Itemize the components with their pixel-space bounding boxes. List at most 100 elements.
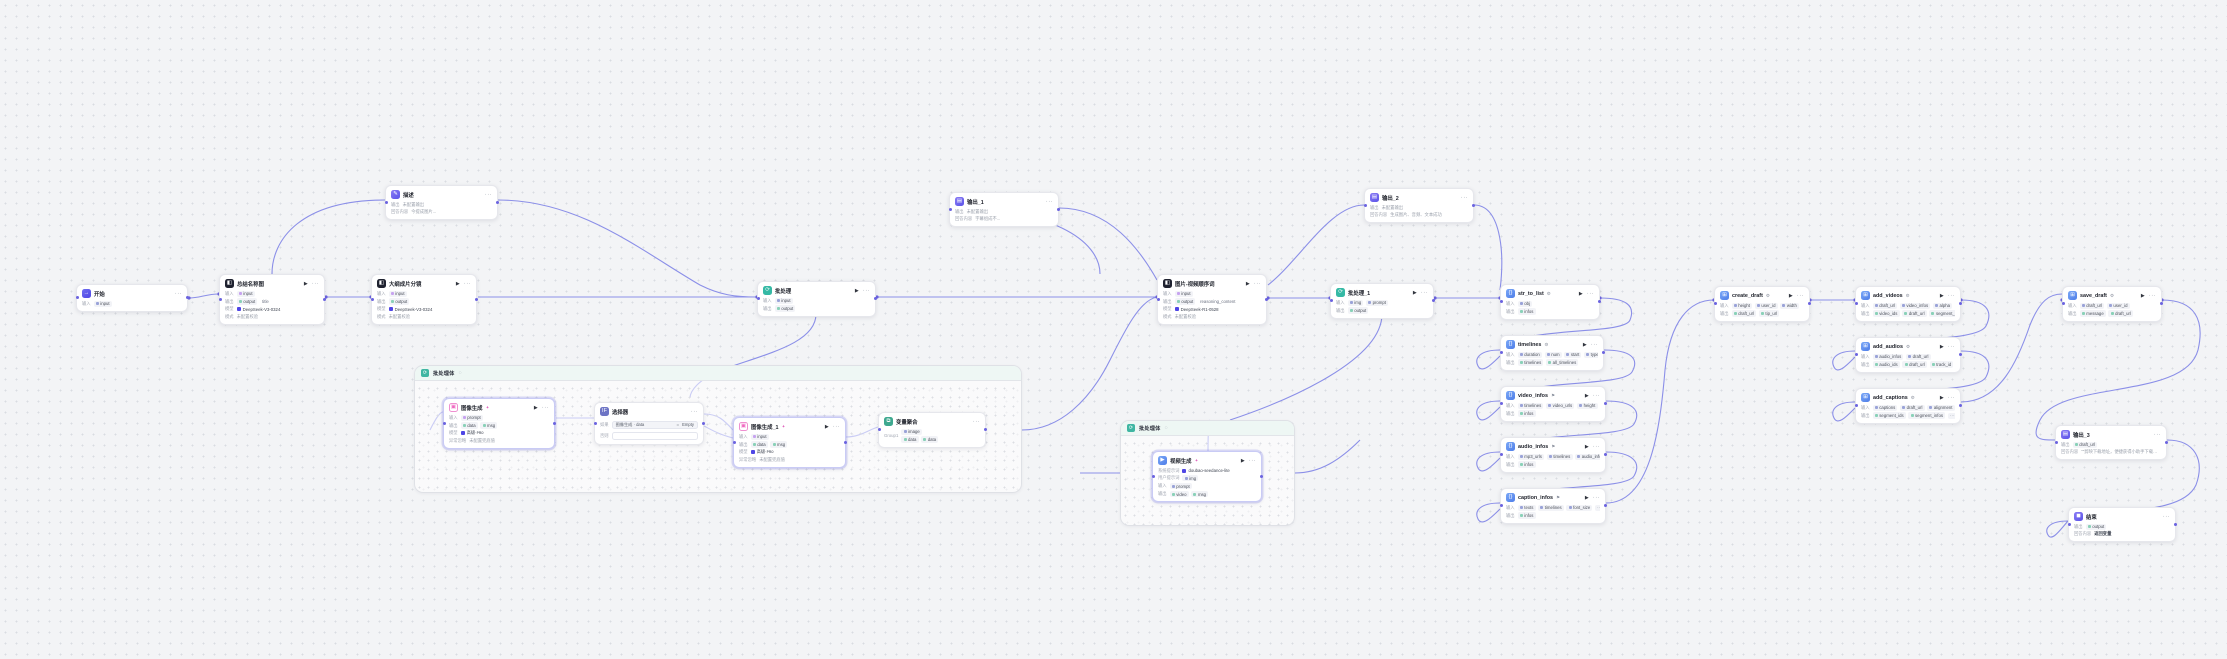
more-menu-button[interactable]: ··· [1420, 289, 1428, 296]
output-port[interactable] [1431, 299, 1435, 303]
output-port[interactable] [1056, 208, 1060, 212]
input-port[interactable] [1713, 302, 1717, 306]
output-port[interactable] [495, 201, 499, 205]
input-port[interactable] [1499, 351, 1503, 355]
run-button[interactable]: ▶ [1584, 494, 1589, 501]
output-port[interactable] [1597, 300, 1601, 304]
input-port[interactable] [1499, 504, 1503, 508]
more-menu-button[interactable]: ··· [541, 404, 549, 411]
input-port[interactable] [1854, 302, 1858, 306]
more-menu-button[interactable]: ··· [862, 287, 870, 294]
input-port[interactable] [1156, 298, 1160, 302]
input-port[interactable] [1854, 404, 1858, 408]
output-port[interactable] [2173, 523, 2177, 527]
output-port[interactable] [474, 298, 478, 302]
input-port[interactable] [442, 422, 446, 426]
run-button[interactable]: ▶ [854, 287, 859, 294]
output-port[interactable] [2164, 441, 2168, 445]
output-port[interactable] [1601, 351, 1605, 355]
input-port[interactable] [2054, 441, 2058, 445]
more-menu-button[interactable]: ··· [1592, 494, 1600, 501]
output-port[interactable] [873, 297, 877, 301]
run-button[interactable]: ▶ [1412, 289, 1417, 296]
run-button[interactable]: ▶ [1939, 394, 1944, 401]
run-button[interactable]: ▶ [1578, 290, 1583, 297]
input-port[interactable] [877, 428, 881, 432]
run-button[interactable]: ▶ [1240, 457, 1245, 464]
more-menu-button[interactable]: ··· [1045, 198, 1053, 205]
input-port[interactable] [948, 208, 952, 212]
input-port[interactable] [593, 422, 597, 426]
more-menu-button[interactable]: ··· [2153, 431, 2161, 438]
more-menu-button[interactable]: ··· [1796, 292, 1804, 299]
more-menu-button[interactable]: ··· [1947, 292, 1955, 299]
output-port[interactable] [1471, 204, 1475, 208]
input-port[interactable] [370, 298, 374, 302]
output-port[interactable] [983, 428, 987, 432]
input-port[interactable] [756, 297, 760, 301]
run-button[interactable]: ▶ [1584, 392, 1589, 399]
more-menu-button[interactable]: ··· [690, 408, 698, 415]
more-menu-button[interactable]: ··· [2162, 513, 2170, 520]
input-port[interactable] [75, 296, 79, 300]
output-port[interactable] [322, 298, 326, 302]
more-menu-button[interactable]: ··· [1590, 341, 1598, 348]
more-menu-button[interactable]: ··· [1253, 280, 1261, 287]
node-output-1[interactable]: ▤输出_1···输出未配置输出回答内容字幕组成不... [948, 192, 1060, 228]
run-button[interactable]: ▶ [303, 280, 308, 287]
input-port[interactable] [384, 201, 388, 205]
input-port[interactable] [218, 298, 222, 302]
more-menu-button[interactable]: ··· [311, 280, 319, 287]
more-menu-button[interactable]: ··· [1248, 457, 1256, 464]
more-menu-button[interactable]: ··· [2148, 292, 2156, 299]
input-port[interactable] [1499, 453, 1503, 457]
more-chip[interactable]: ··· [1594, 504, 1600, 511]
output-port[interactable] [1807, 302, 1811, 306]
run-button[interactable]: ▶ [1788, 292, 1793, 299]
node-output-2[interactable]: ▤输出_2···输出未配置输出回答内容生成图片、音频、文本成功 [1363, 188, 1475, 224]
input-port[interactable] [732, 441, 736, 445]
more-menu-button[interactable]: ··· [972, 418, 980, 425]
output-port[interactable] [1259, 475, 1263, 479]
node-note-top[interactable]: ✎描述···输出未配置输出回答内容今提成图片... [384, 185, 499, 221]
run-button[interactable]: ▶ [533, 404, 538, 411]
output-port[interactable] [1958, 302, 1962, 306]
output-port[interactable] [1958, 404, 1962, 408]
run-button[interactable]: ▶ [2140, 292, 2145, 299]
output-port[interactable] [185, 296, 189, 300]
output-port[interactable] [701, 422, 705, 426]
input-port[interactable] [1499, 300, 1503, 304]
input-port[interactable] [1151, 475, 1155, 479]
input-port[interactable] [1854, 353, 1858, 357]
output-port[interactable] [1603, 402, 1607, 406]
condition-field[interactable]: 图像生成 · data=Empty [611, 420, 698, 429]
input-port[interactable] [1363, 204, 1367, 208]
more-menu-button[interactable]: ··· [1586, 290, 1594, 297]
output-port[interactable] [1264, 298, 1268, 302]
else-field[interactable] [611, 432, 698, 441]
input-port[interactable] [1329, 299, 1333, 303]
more-menu-button[interactable]: ··· [1947, 343, 1955, 350]
more-menu-button[interactable]: ··· [174, 290, 182, 297]
run-button[interactable]: ▶ [1245, 280, 1250, 287]
